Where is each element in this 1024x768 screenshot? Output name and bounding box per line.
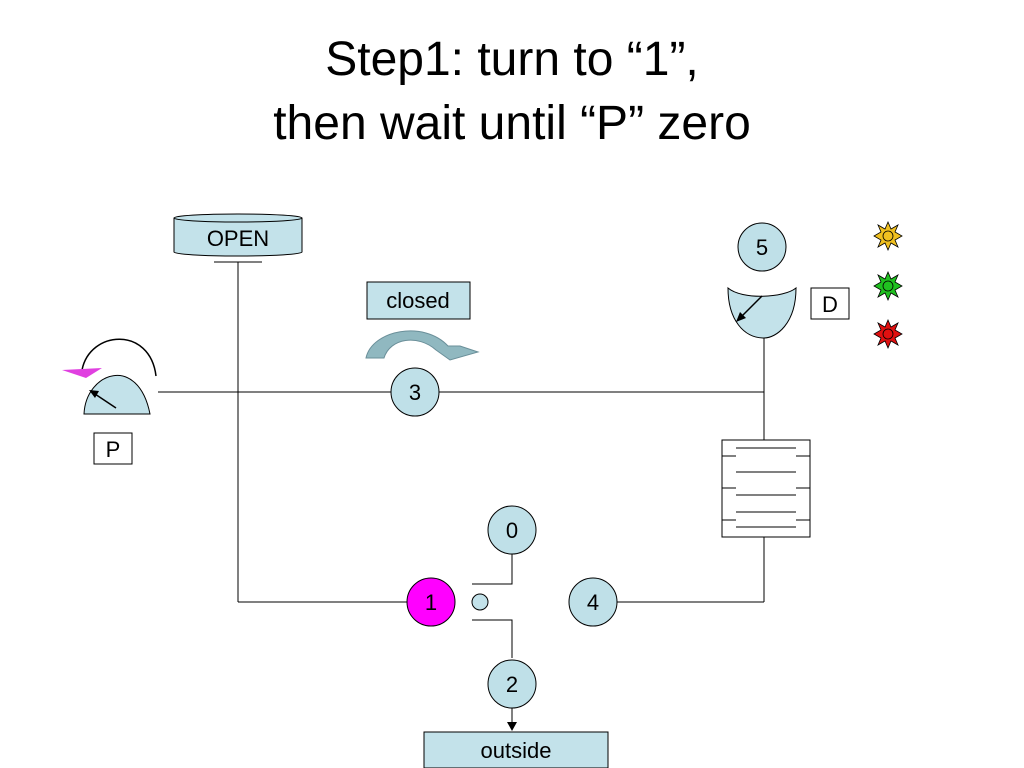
indicator-yellow-icon (873, 220, 903, 252)
outside-arrowhead (507, 722, 517, 731)
node-5: 5 (737, 222, 787, 272)
node-2: 2 (487, 659, 537, 709)
node-0: 0 (487, 505, 537, 555)
indicator-green-icon (873, 270, 903, 302)
p-gauge-needle-head (89, 390, 99, 398)
outside-label: outside (481, 738, 552, 763)
d-gauge-needle (739, 295, 763, 319)
p-label: P (106, 437, 121, 462)
p-label-box (93, 432, 133, 465)
title-line-1: Step1: turn to “1”, (325, 33, 699, 86)
node-3-label: 3 (409, 380, 421, 405)
pipe-lines (158, 261, 765, 724)
indicator-red-icon (873, 318, 903, 350)
node-0-label: 0 (506, 518, 518, 543)
closed-label-box (366, 281, 471, 320)
valve-port-0 (472, 554, 513, 585)
valve-port-2 (472, 619, 513, 658)
title-line-2: then wait until “P” zero (273, 97, 751, 150)
open-tank: OPEN (173, 213, 303, 257)
open-label: OPEN (207, 226, 269, 251)
p-gauge (62, 338, 157, 415)
filter-unit (721, 439, 811, 538)
d-gauge-body (727, 286, 797, 339)
valve-rotor (471, 593, 489, 611)
pointer-marker-icon (62, 368, 102, 378)
d-label: D (822, 292, 838, 317)
d-label-box (810, 287, 850, 320)
d-gauge (727, 286, 797, 339)
node-1-label: 1 (425, 590, 437, 615)
slide-title: Step1: turn to “1”, then wait until “P” … (0, 28, 1024, 156)
turn-arrow-icon (365, 330, 480, 361)
node-3: 3 (390, 367, 440, 417)
p-gauge-body (83, 374, 151, 415)
closed-label: closed (386, 288, 450, 313)
p-gauge-arc (81, 338, 157, 377)
node-1: 1 (406, 577, 456, 627)
outside-box (423, 731, 609, 768)
node-4-label: 4 (587, 590, 599, 615)
node-2-label: 2 (506, 672, 518, 697)
node-4: 4 (568, 577, 618, 627)
node-5-label: 5 (756, 235, 768, 260)
d-gauge-needle-head (736, 312, 746, 322)
